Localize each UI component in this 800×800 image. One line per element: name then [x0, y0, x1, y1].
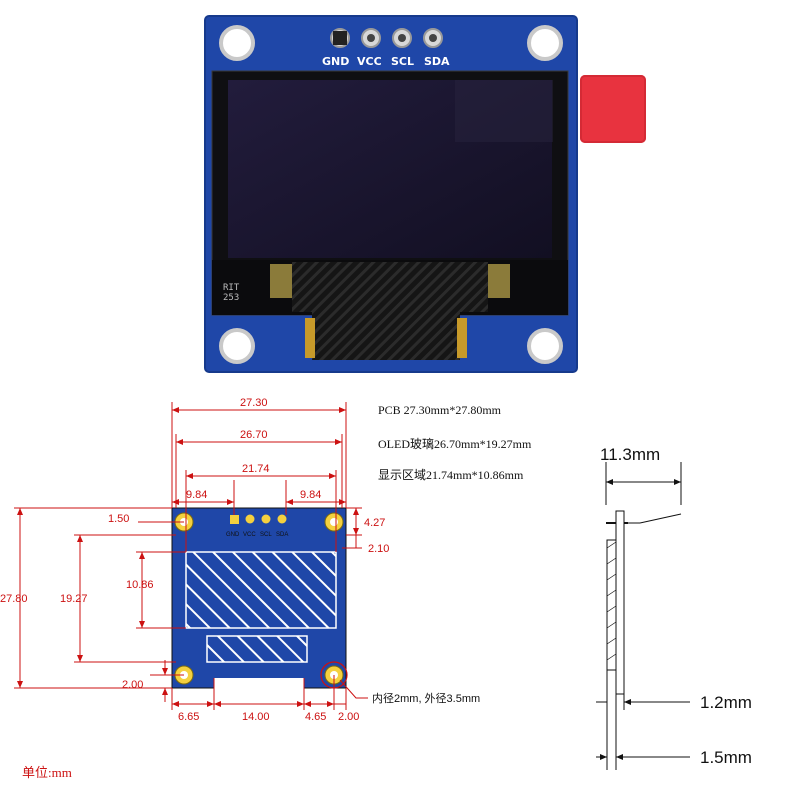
dim-hole-offset-top: 1.50 [108, 513, 129, 525]
side-pcb-thickness: 1.2mm [700, 693, 752, 712]
drawing-pin-label-vcc: VCC [243, 532, 256, 538]
dim-bottom-left: 6.65 [178, 711, 199, 723]
side-glass-thickness: 1.5mm [700, 748, 752, 767]
dim-pin-offset-right: 9.84 [300, 489, 321, 501]
drawing-pin-label-gnd: GND [226, 532, 240, 538]
dim-bottom-right: 4.65 [305, 711, 326, 723]
dim-display-height: 10.86 [126, 579, 154, 591]
photo-pin-label-scl: SCL [391, 55, 415, 68]
dim-pin-offset-left: 9.84 [186, 489, 207, 501]
unit-label: 单位:mm [22, 765, 72, 780]
side-view [596, 462, 690, 770]
dim-pin-header-height: 4.27 [364, 517, 385, 529]
drawing-header-pins [230, 514, 287, 524]
module-photo: GND VCC SCL SDA RIT 253 [0, 0, 800, 380]
spec-oled-glass: OLED玻璃26.70mm*19.27mm [378, 437, 532, 451]
dim-bottom-edge: 2.00 [338, 711, 359, 723]
drawing-pin-label-sda: SDA [276, 532, 288, 538]
dimension-drawing: GND VCC SCL SDA [0, 397, 752, 770]
header-pins [330, 28, 443, 48]
side-total-thickness: 11.3mm [600, 445, 660, 464]
photo-pin-label-sda: SDA [424, 55, 450, 68]
dim-glass-width: 26.70 [240, 429, 268, 441]
drawing-display-area [185, 551, 337, 629]
fpc-ribbon [312, 312, 460, 360]
module-photo-svg [204, 15, 578, 373]
oled-screen [228, 80, 552, 258]
protective-film-tab [580, 75, 646, 143]
drawing-fpc-area [206, 635, 308, 663]
spec-pcb: PCB 27.30mm*27.80mm [378, 403, 502, 417]
dim-hole-offset-bottom: 2.00 [122, 679, 143, 691]
dim-bottom-center: 14.00 [242, 711, 270, 723]
hole-note: 内径2mm, 外径3.5mm [372, 691, 480, 705]
dim-display-width: 21.74 [242, 463, 270, 475]
drawing-pin-label-scl: SCL [260, 532, 272, 538]
dim-glass-height: 19.27 [60, 593, 88, 605]
dim-pcb-width: 27.30 [240, 397, 268, 409]
photo-pin-label-gnd: GND [322, 55, 350, 68]
spec-display-area: 显示区域21.74mm*10.86mm [378, 468, 524, 482]
dim-pcb-height: 27.80 [0, 593, 28, 605]
fpc-marking: RIT 253 [223, 283, 240, 303]
photo-pin-label-vcc: VCC [357, 55, 382, 68]
dim-glass-top-offset: 2.10 [368, 543, 389, 555]
mounting-hole [219, 25, 563, 364]
